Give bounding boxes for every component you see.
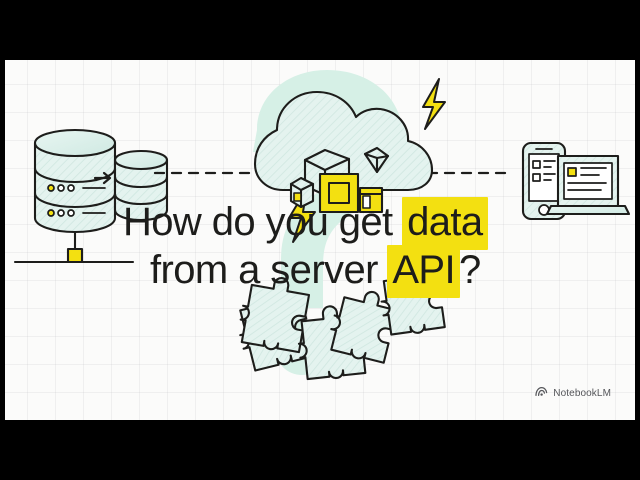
lightning-bolt-upper-icon xyxy=(422,78,446,130)
letterbox-left xyxy=(0,0,5,480)
cloud-icon xyxy=(253,90,434,192)
brand-mark: NotebookLM xyxy=(535,384,611,402)
slide-canvas: How do you get data from a server API? N… xyxy=(5,60,635,420)
brand-name: NotebookLM xyxy=(553,387,611,399)
headline-line-1: How do you get data xyxy=(123,197,488,250)
headline-line-2: from a server API? xyxy=(150,245,481,298)
database-cylinder-icon xyxy=(113,149,169,222)
headline-line-1-text: How do you get xyxy=(123,200,404,244)
letterbox-top xyxy=(0,0,640,60)
cube-cluster-icon xyxy=(289,146,390,214)
arrow-small-right-icon xyxy=(93,171,112,185)
laptop-icon xyxy=(545,154,631,216)
highlight-data: data xyxy=(402,197,488,250)
lightning-bolt-lower-icon xyxy=(288,187,316,243)
notebooklm-spark-icon xyxy=(535,384,548,402)
headline-line-2-text: from a server xyxy=(150,248,389,292)
headline-question-mark: ? xyxy=(459,248,481,292)
letterbox-bottom xyxy=(0,420,640,480)
letterbox-right xyxy=(635,0,640,480)
highlight-api: API xyxy=(387,245,461,298)
headline-block: How do you get data from a server API? xyxy=(5,60,635,420)
